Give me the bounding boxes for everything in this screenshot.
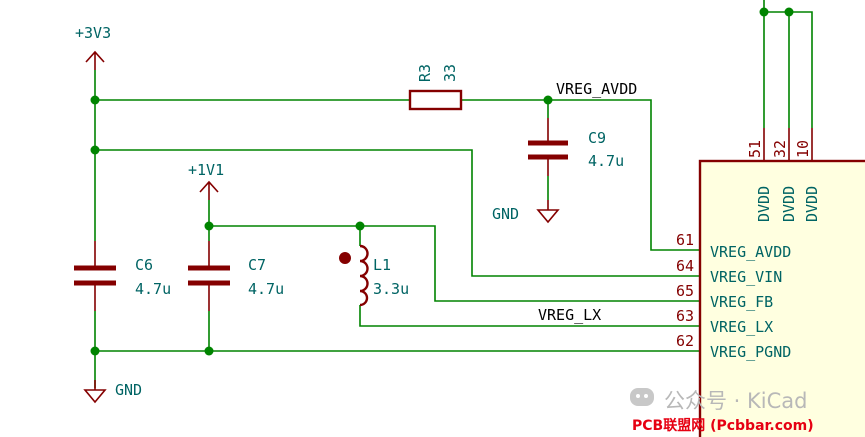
junction bbox=[355, 221, 365, 231]
pin-name: DVDD bbox=[803, 186, 821, 222]
ic-body: 51 DVDD 32 DVDD 10 DVDD 61 VREG_AVDD 64 … bbox=[676, 128, 865, 437]
pin-name: VREG_FB bbox=[710, 293, 773, 311]
junction bbox=[784, 7, 794, 17]
c6-ref: C6 bbox=[135, 256, 153, 274]
power-3v3-symbol: +3V3 bbox=[75, 24, 111, 70]
ic-pin-32: 32 DVDD bbox=[771, 128, 798, 222]
resistor-r3: R3 33 bbox=[408, 64, 463, 111]
pin-name: VREG_LX bbox=[710, 318, 773, 336]
net-label-vreg-avdd: VREG_AVDD bbox=[556, 80, 637, 98]
pin-name: DVDD bbox=[755, 186, 773, 222]
pin-number: 10 bbox=[794, 140, 812, 158]
c6-value: 4.7u bbox=[135, 280, 171, 298]
capacitor-c7: C7 4.7u bbox=[188, 241, 284, 311]
r3-value: 33 bbox=[441, 64, 459, 82]
c7-ref: C7 bbox=[248, 256, 266, 274]
pin-number: 62 bbox=[676, 332, 694, 350]
gnd-label-c9: GND bbox=[492, 205, 519, 223]
ic-pin-10: 10 DVDD bbox=[794, 128, 821, 222]
c7-value: 4.7u bbox=[248, 280, 284, 298]
pin-name: VREG_AVDD bbox=[710, 243, 791, 261]
ic-pin-64: 64 VREG_VIN bbox=[676, 257, 782, 286]
wire-vreg-lx bbox=[359, 305, 700, 327]
wire-dvdd bbox=[763, 0, 813, 128]
junction bbox=[204, 221, 214, 231]
pin-number: 63 bbox=[676, 307, 694, 325]
gnd-symbol-c9: GND bbox=[492, 200, 560, 224]
junction bbox=[204, 346, 214, 356]
net-label-vreg-lx: VREG_LX bbox=[538, 306, 601, 324]
pin-name: VREG_VIN bbox=[710, 268, 782, 286]
ic-pin-51: 51 DVDD bbox=[746, 128, 773, 222]
junction bbox=[543, 95, 553, 105]
ic-pin-65: 65 VREG_FB bbox=[676, 282, 773, 311]
ic-pin-63: 63 VREG_LX bbox=[676, 307, 773, 336]
junction bbox=[90, 346, 100, 356]
power-3v3-label: +3V3 bbox=[75, 24, 111, 42]
wire-vreg-fb bbox=[209, 225, 700, 302]
c9-value: 4.7u bbox=[588, 152, 624, 170]
pin-name: DVDD bbox=[780, 186, 798, 222]
watermark-line2: PCB联盟网 (Pcbbar.com) bbox=[632, 418, 814, 434]
c9-ref: C9 bbox=[588, 129, 606, 147]
wire-vreg-avdd bbox=[461, 99, 700, 251]
polarity-dot bbox=[339, 252, 351, 264]
capacitor-c9: C9 4.7u bbox=[528, 118, 624, 176]
ic-pin-62: 62 VREG_PGND bbox=[676, 332, 791, 361]
l1-ref: L1 bbox=[373, 256, 391, 274]
pin-number: 32 bbox=[771, 140, 789, 158]
power-1v1-symbol: +1V1 bbox=[188, 161, 224, 200]
gnd-symbol-main: GND bbox=[83, 380, 142, 404]
pin-number: 65 bbox=[676, 282, 694, 300]
capacitor-c6: C6 4.7u bbox=[74, 241, 171, 311]
power-1v1-label: +1V1 bbox=[188, 161, 224, 179]
junction bbox=[90, 145, 100, 155]
junctions bbox=[90, 7, 794, 356]
r3-ref: R3 bbox=[416, 64, 434, 82]
ic-pin-61: 61 VREG_AVDD bbox=[676, 231, 791, 261]
wire-vreg-vin bbox=[95, 149, 700, 277]
l1-value: 3.3u bbox=[373, 280, 409, 298]
watermark: 公众号 · KiCad PCB联盟网 (Pcbbar.com) bbox=[630, 388, 814, 434]
watermark-line1: 公众号 · KiCad bbox=[664, 389, 808, 413]
junction bbox=[90, 95, 100, 105]
gnd-label-main: GND bbox=[115, 381, 142, 399]
wires bbox=[94, 0, 813, 388]
junction bbox=[759, 7, 769, 17]
wechat-icon bbox=[630, 388, 654, 406]
inductor-l1: L1 3.3u bbox=[339, 244, 409, 307]
pin-name: VREG_PGND bbox=[710, 343, 791, 361]
pin-number: 51 bbox=[746, 140, 764, 158]
pin-number: 61 bbox=[676, 231, 694, 249]
pin-number: 64 bbox=[676, 257, 694, 275]
